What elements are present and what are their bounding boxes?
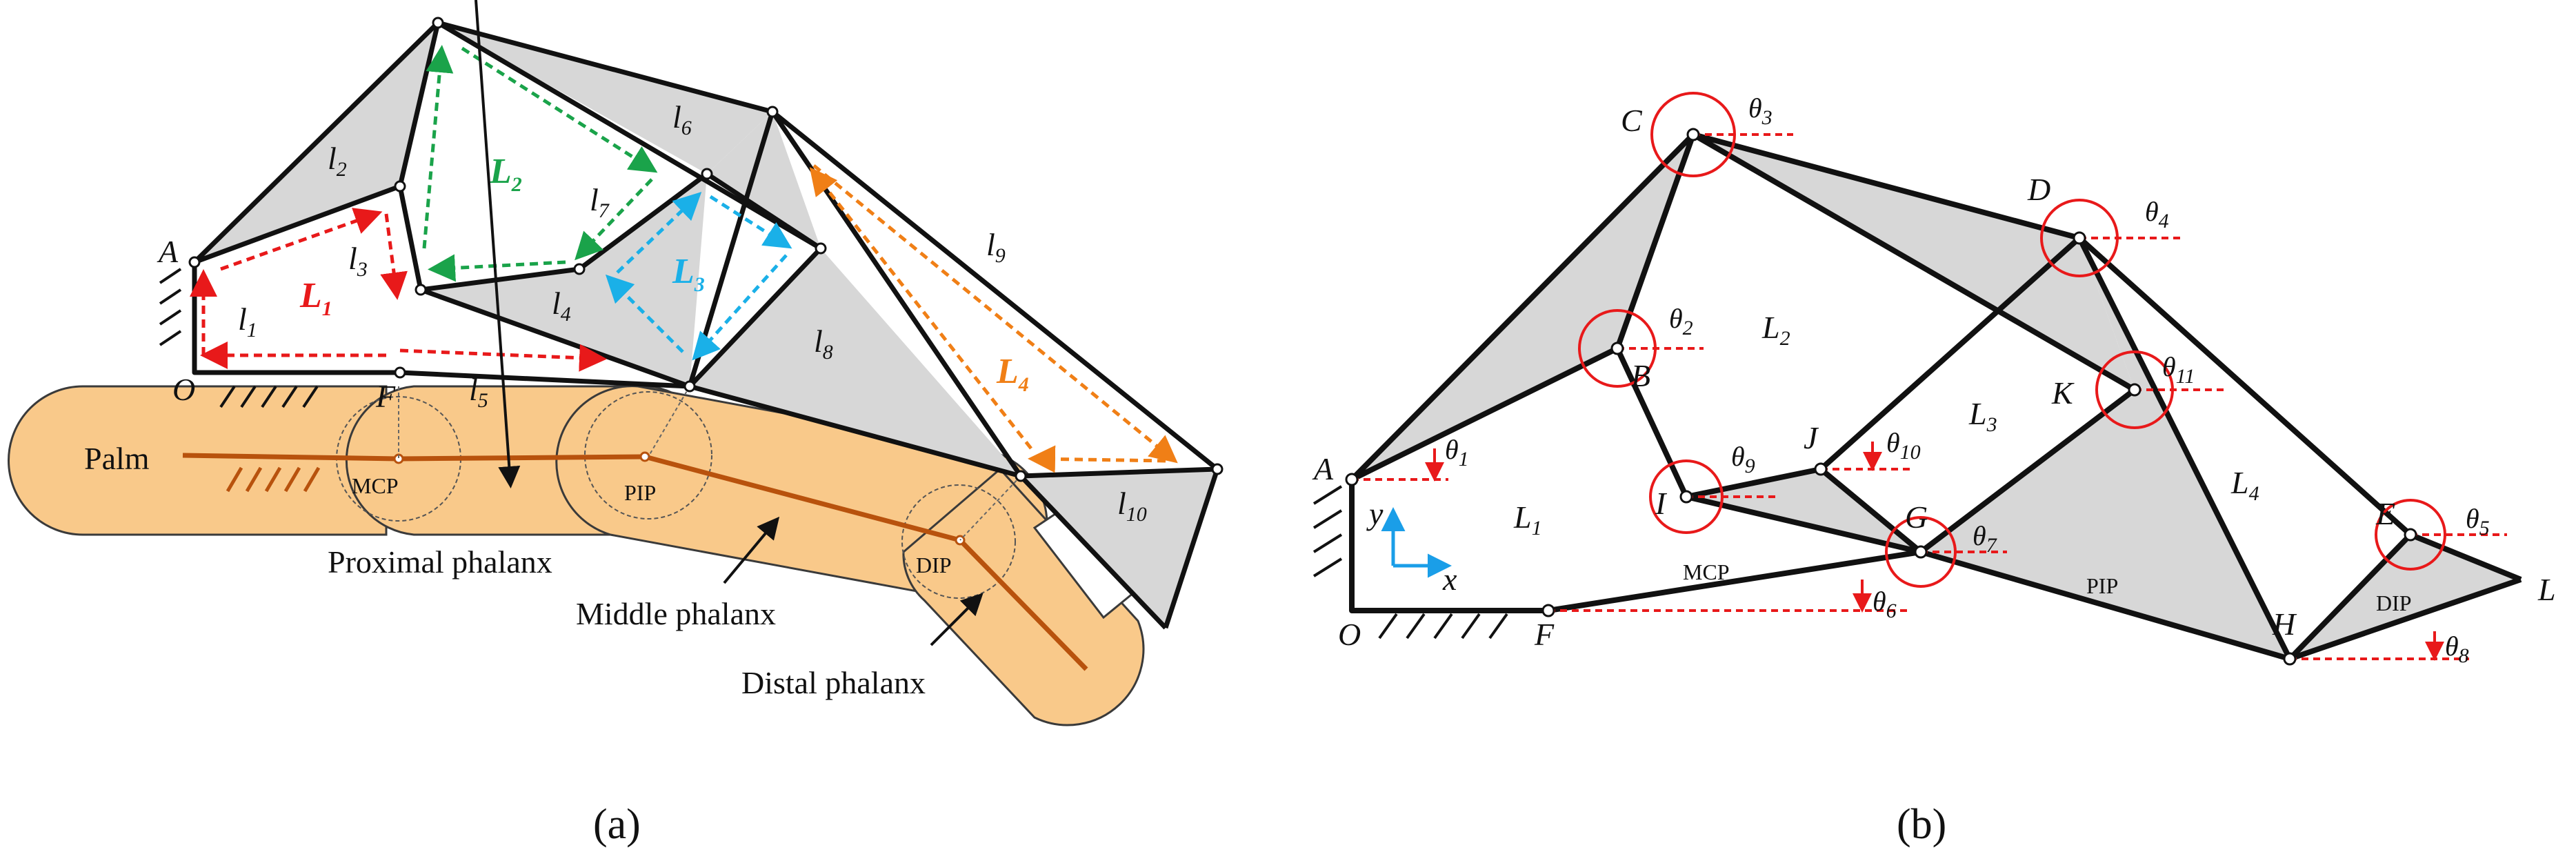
loop-label-l3: L3 bbox=[672, 252, 705, 296]
label-point-k: K bbox=[2051, 375, 2075, 410]
loop-b-l2: L2 bbox=[1761, 310, 1790, 350]
loop-b-l3: L3 bbox=[1968, 396, 1997, 436]
axis-x-label: x bbox=[1442, 562, 1457, 597]
mcp-label: MCP bbox=[352, 473, 399, 498]
proximal-bone bbox=[398, 454, 646, 462]
link-label-l7: l7 bbox=[590, 182, 610, 222]
link-label-l4: l4 bbox=[552, 286, 571, 326]
palm-label: Palm bbox=[84, 441, 150, 476]
label-point-f: F bbox=[375, 379, 396, 414]
dip-label: DIP bbox=[916, 553, 952, 577]
distal-bone bbox=[958, 538, 1088, 671]
pip-joint-circle bbox=[584, 391, 712, 519]
theta-9-label: θ9 bbox=[1731, 441, 1755, 477]
distal-segment bbox=[902, 467, 1145, 726]
theta-5-label: θ5 bbox=[2466, 503, 2490, 540]
palm-segment bbox=[8, 385, 388, 536]
link-label-l1: l1 bbox=[238, 301, 257, 342]
link-label-l3: l3 bbox=[348, 241, 368, 281]
middle-phalanx-label: Middle phalanx bbox=[576, 596, 776, 631]
panel-a: A O F l1 l2 l3 l4 l5 l6 l7 l8 l9 l10 L1 … bbox=[8, 0, 1224, 848]
label-point-o: O bbox=[172, 372, 195, 407]
theta-11-label: θ11 bbox=[2162, 351, 2195, 388]
loop-label-l2: L2 bbox=[489, 152, 522, 196]
proximal-phalanx-label: Proximal phalanx bbox=[328, 544, 552, 580]
label-point-a-b: A bbox=[1312, 451, 1334, 486]
loop-b-l4: L4 bbox=[2230, 465, 2259, 505]
label-point-h: H bbox=[2272, 606, 2297, 642]
middle-bone bbox=[644, 454, 961, 543]
theta-6-label: θ6 bbox=[1873, 586, 1897, 622]
label-point-a: A bbox=[157, 234, 179, 269]
label-point-b: B bbox=[1631, 358, 1650, 393]
l1-frame bbox=[192, 262, 400, 375]
caption-b: (b) bbox=[1897, 801, 1946, 848]
link-label-l5: l5 bbox=[469, 372, 488, 412]
panel-b: y x A B C D E F G H I J K L O θ1 θ2 θ3 θ… bbox=[1312, 92, 2556, 848]
label-point-i: I bbox=[1655, 486, 1668, 521]
label-point-j: J bbox=[1804, 420, 1819, 455]
label-point-g: G bbox=[1905, 499, 1928, 535]
pip-label-b: PIP bbox=[2086, 573, 2118, 598]
label-point-c: C bbox=[1621, 103, 1643, 138]
theta-10-label: θ10 bbox=[1886, 427, 1921, 464]
shaded-links-b bbox=[1352, 135, 2521, 659]
loop-label-l4: L4 bbox=[996, 352, 1029, 396]
label-point-e: E bbox=[2375, 496, 2395, 531]
palm-bone bbox=[182, 453, 399, 462]
theta-7-label: θ7 bbox=[1973, 520, 1998, 557]
pip-label: PIP bbox=[624, 480, 656, 505]
dip-label-b: DIP bbox=[2376, 591, 2412, 615]
loop-b-l1: L1 bbox=[1513, 499, 1542, 540]
axis-y-label: y bbox=[1366, 496, 1384, 531]
loop-label-l1: L1 bbox=[299, 276, 332, 320]
distal-phalanx-label: Distal phalanx bbox=[741, 665, 926, 700]
link-label-l10: l10 bbox=[1117, 486, 1147, 526]
theta-8-label: θ8 bbox=[2445, 631, 2469, 667]
link-label-l2: l2 bbox=[328, 141, 347, 181]
caption-a: (a) bbox=[593, 801, 641, 848]
label-point-d: D bbox=[2027, 172, 2050, 207]
link-label-l8: l8 bbox=[814, 324, 833, 364]
dip-joint-circle bbox=[901, 484, 1016, 599]
link-label-l6: l6 bbox=[672, 99, 692, 139]
label-point-f-b: F bbox=[1534, 617, 1555, 652]
theta-3-label: θ3 bbox=[1748, 92, 1773, 129]
label-point-l: L bbox=[2537, 572, 2556, 607]
label-point-o-b: O bbox=[1338, 617, 1361, 652]
theta-4-label: θ4 bbox=[2145, 196, 2169, 232]
mcp-label-b: MCP bbox=[1683, 560, 1730, 584]
theta-1-label: θ1 bbox=[1445, 434, 1469, 471]
theta-2-label: θ2 bbox=[1669, 303, 1693, 339]
link-label-l9: l9 bbox=[986, 227, 1006, 267]
